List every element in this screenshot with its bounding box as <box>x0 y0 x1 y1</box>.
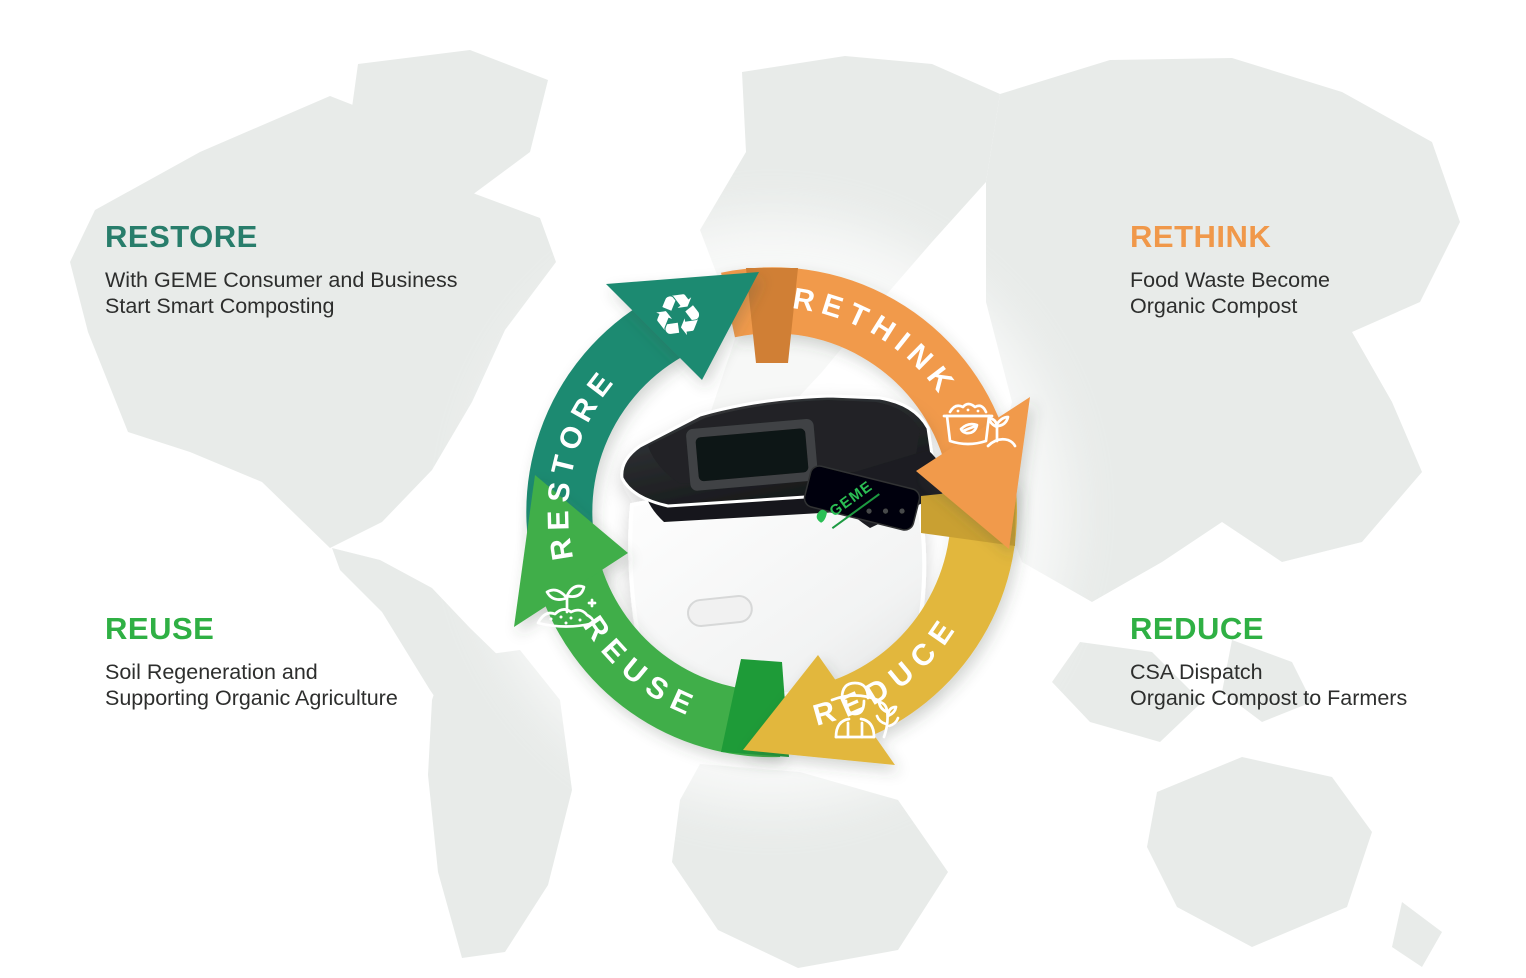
farmer-icon <box>830 681 900 739</box>
callout-restore: RESTORE With GEME Consumer and Business … <box>105 219 545 319</box>
callout-reuse: REUSE Soil Regeneration and Supporting O… <box>105 611 545 711</box>
callout-restore-line1: With GEME Consumer and Business <box>105 268 458 292</box>
callout-reduce: REDUCE CSA Dispatch Organic Compost to F… <box>1130 611 1526 711</box>
callout-rethink: RETHINK Food Waste Become Organic Compos… <box>1130 219 1526 319</box>
soil-sprout-icon <box>536 584 597 628</box>
callout-rethink-line1: Food Waste Become <box>1130 268 1330 292</box>
map-new-zealand <box>1392 902 1442 967</box>
map-africa <box>672 764 948 968</box>
composter-handle <box>686 595 753 627</box>
callout-restore-desc: With GEME Consumer and Business Start Sm… <box>105 267 545 319</box>
geme-tagline-line <box>831 493 880 529</box>
map-north-america <box>70 96 556 548</box>
compost-bag-icon <box>942 402 1017 448</box>
callout-reduce-title: REDUCE <box>1130 611 1264 646</box>
callout-restore-line2: Start Smart Composting <box>105 294 335 318</box>
composter-screen <box>803 465 921 531</box>
panel-touch-dot[interactable] <box>899 508 905 514</box>
map-se-asia-islands-2 <box>1222 640 1312 722</box>
composter-opening <box>695 428 809 482</box>
callout-reduce-line2: Organic Compost to Farmers <box>1130 686 1408 710</box>
geme-leaf-icon <box>816 509 828 523</box>
callout-reuse-line1: Soil Regeneration and <box>105 660 318 684</box>
callout-rethink-desc: Food Waste Become Organic Compost <box>1130 267 1526 319</box>
callout-rethink-line2: Organic Compost <box>1130 294 1298 318</box>
callout-reuse-desc: Soil Regeneration and Supporting Organic… <box>105 659 545 711</box>
map-asia <box>986 58 1460 602</box>
callout-reuse-line2: Supporting Organic Agriculture <box>105 686 398 710</box>
callout-rethink-title: RETHINK <box>1130 219 1272 254</box>
rethink-arrow-shade <box>746 268 798 363</box>
reuse-arrowhead <box>514 475 628 627</box>
restore-arrowhead-layer <box>606 272 759 380</box>
rethink-arrowhead-layer <box>916 397 1030 549</box>
restore-arrowhead <box>606 272 759 380</box>
map-se-asia-islands <box>1052 642 1202 742</box>
recycle-icon: ♻ <box>648 279 709 354</box>
callout-reduce-line1: CSA Dispatch <box>1130 660 1263 684</box>
callout-restore-title: RESTORE <box>105 219 258 254</box>
map-australia <box>1147 757 1372 947</box>
world-map <box>70 50 1460 968</box>
callout-reuse-title: REUSE <box>105 611 215 646</box>
rethink-arrowhead <box>916 397 1030 549</box>
panel-touch-dot[interactable] <box>866 508 872 514</box>
panel-touch-dot[interactable] <box>882 508 889 514</box>
callout-reduce-desc: CSA Dispatch Organic Compost to Farmers <box>1130 659 1526 711</box>
map-south-america <box>428 650 572 958</box>
